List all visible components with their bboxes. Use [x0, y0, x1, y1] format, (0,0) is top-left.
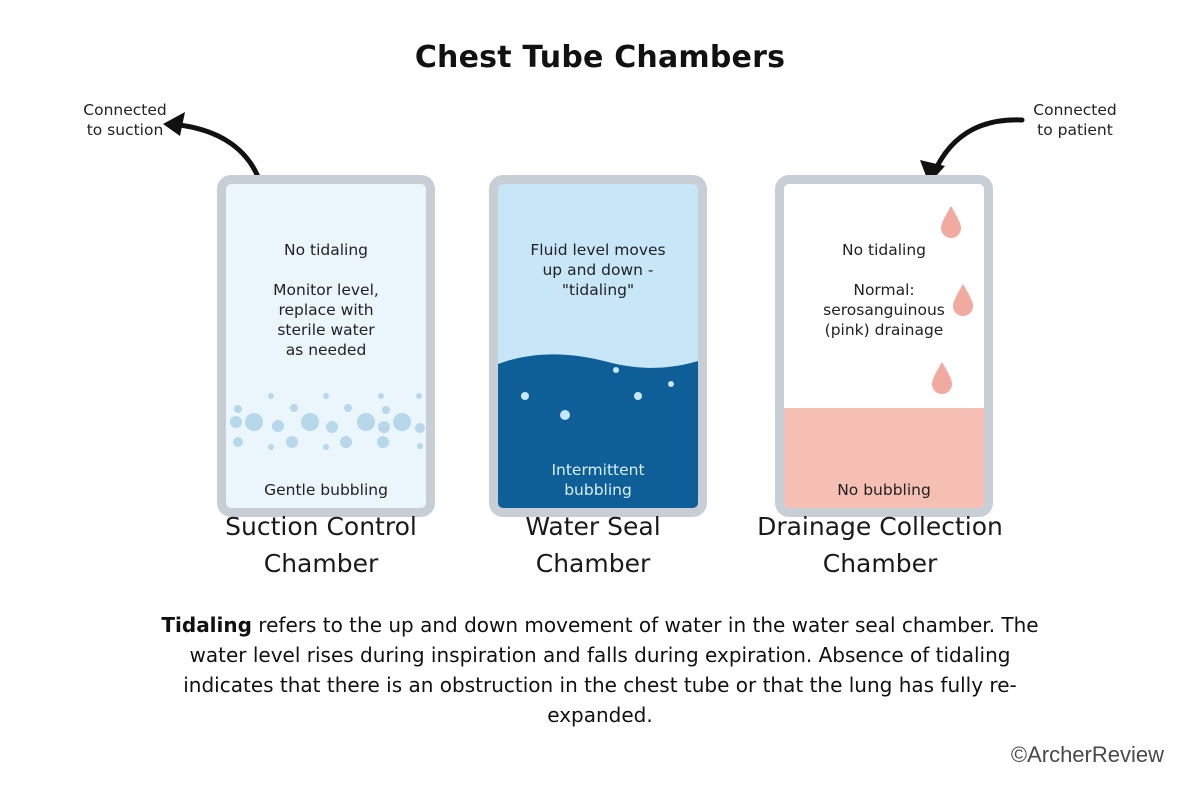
water-seal-chamber-label: Water Seal Chamber — [478, 508, 708, 582]
suction-arrow-head-icon — [163, 112, 185, 136]
text-line: Fluid level moves — [530, 241, 666, 259]
text-line: Gentle bubbling — [264, 481, 388, 499]
patient-arrow-head-icon — [920, 160, 945, 184]
tidaling-term: Tidaling — [161, 613, 252, 637]
water-seal-chamber: Fluid level moves up and down - "tidalin… — [489, 175, 707, 517]
water-wave-icon — [498, 354, 698, 508]
text-line: Intermittent — [551, 461, 645, 479]
label-line: Water Seal — [525, 512, 661, 541]
label-line: Drainage Collection — [757, 512, 1003, 541]
text-line: serosanguinous — [823, 301, 945, 319]
note-line: Connected — [83, 101, 167, 119]
label-line: Suction Control — [225, 512, 417, 541]
chamber-top-text: No tidaling — [283, 241, 368, 259]
text-line: "tidaling" — [561, 281, 635, 299]
connected-to-suction-note: Connected to suction — [66, 100, 184, 140]
note-line: to suction — [86, 121, 164, 139]
bubbles-icon — [230, 393, 425, 450]
copyright-notice: ©ArcherReview — [1010, 742, 1164, 767]
drainage-collection-chamber: No tidaling Normal: serosanguinous (pink… — [775, 175, 993, 517]
chamber-bottom-text: Intermittent bubbling — [498, 460, 698, 500]
text-line: (pink) drainage — [824, 321, 944, 339]
label-line: Chamber — [822, 549, 938, 578]
page-title: Chest Tube Chambers — [414, 40, 786, 75]
text-line: Normal: — [853, 281, 915, 299]
patient-arrow-icon — [930, 117, 1025, 178]
label-line: Chamber — [535, 549, 651, 578]
chamber-bottom-text: No bubbling — [784, 480, 984, 500]
description-text: refers to the up and down movement of wa… — [183, 613, 1039, 727]
chamber-middle-text: Monitor level, replace with sterile wate… — [226, 280, 426, 360]
text-line: bubbling — [564, 481, 632, 499]
label-line: Chamber — [263, 549, 379, 578]
text-line: sterile water — [277, 321, 375, 339]
text-line: replace with — [278, 301, 374, 319]
connected-to-patient-note: Connected to patient — [1016, 100, 1134, 140]
text-line: up and down - — [542, 261, 654, 279]
text-line: as needed — [285, 341, 367, 359]
chamber-bottom-text: Gentle bubbling — [226, 480, 426, 500]
text-line: Monitor level, — [273, 281, 379, 299]
chamber-top-text: Fluid level moves up and down - "tidalin… — [498, 240, 698, 300]
suction-arrow-icon — [167, 121, 264, 188]
suction-control-chamber-label: Suction Control Chamber — [206, 508, 436, 582]
drainage-collection-chamber-label: Drainage Collection Chamber — [740, 508, 1020, 582]
chamber-middle-text: Normal: serosanguinous (pink) drainage — [784, 280, 984, 340]
text-line: No bubbling — [837, 481, 931, 499]
tidaling-description: Tidaling refers to the up and down movem… — [150, 610, 1050, 730]
chamber-top-text: No tidaling — [841, 241, 926, 259]
drainage-fill-icon — [784, 206, 984, 508]
suction-control-chamber: No tidaling Monitor level, replace with … — [217, 175, 435, 517]
note-line: Connected — [1033, 101, 1117, 119]
note-line: to patient — [1037, 121, 1113, 139]
